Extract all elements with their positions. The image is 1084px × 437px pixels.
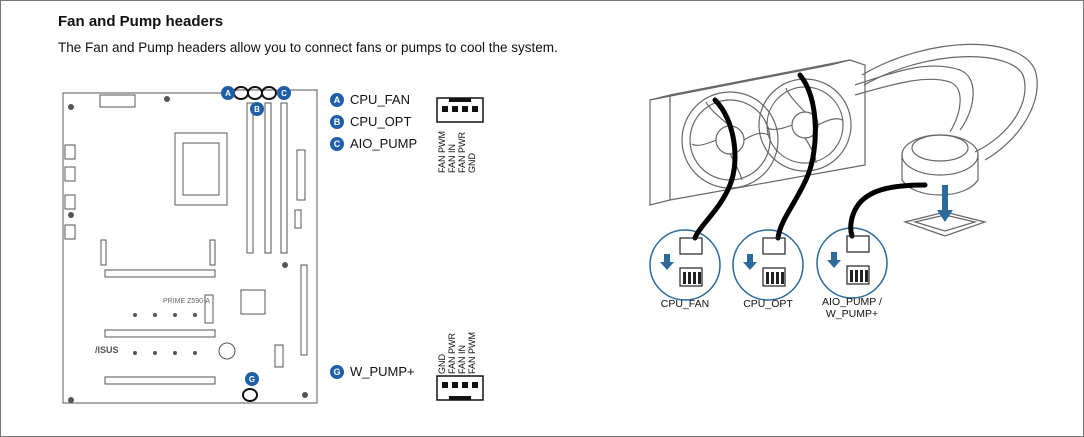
legend-w-pump: G W_PUMP+ xyxy=(330,364,415,379)
svg-text:A: A xyxy=(225,89,231,98)
pin-label: FAN IN xyxy=(457,344,467,374)
caption-cpu-fan: CPU_FAN xyxy=(660,298,710,310)
legend-cpu-fan: A CPU_FAN xyxy=(330,92,410,107)
section-title: Fan and Pump headers xyxy=(58,13,224,30)
svg-text:C: C xyxy=(281,89,287,98)
badge-b-icon: B xyxy=(330,114,344,129)
caption-aio-pump: AIO_PUMP / xyxy=(822,296,882,308)
legend-label: CPU_FAN xyxy=(350,92,410,107)
pin-label: FAN PWR xyxy=(457,131,467,173)
legend-label: CPU_OPT xyxy=(350,114,412,129)
pin-label: FAN PWM xyxy=(437,131,447,173)
badge-a-icon: A xyxy=(330,92,344,107)
board-brand: /ISUS xyxy=(95,345,119,355)
marker-b-icon xyxy=(250,102,264,116)
board-model: PRIME Z590-A xyxy=(163,298,210,305)
badge-g-icon: G xyxy=(330,364,344,379)
motherboard-diagram: PRIME Z590-A /ISUS A B C G xyxy=(62,86,318,404)
pin-label: FAN IN xyxy=(447,143,457,173)
marker-g-icon xyxy=(245,372,259,386)
fan-connector-bottom xyxy=(436,375,484,401)
aio-cooler-illustration xyxy=(649,43,1038,301)
legend-aio-pump: C AIO_PUMP xyxy=(330,136,417,151)
pin-label: FAN PWR xyxy=(447,332,457,374)
legend-cpu-opt: B CPU_OPT xyxy=(330,114,411,129)
fan-connector-top xyxy=(436,97,484,123)
marker-c-icon xyxy=(277,86,291,100)
badge-c-icon: C xyxy=(330,136,344,151)
pin-label: GND xyxy=(437,354,447,374)
legend-label: W_PUMP+ xyxy=(350,364,415,379)
legend-label: AIO_PUMP xyxy=(350,136,418,151)
svg-text:G: G xyxy=(249,375,255,384)
caption-cpu-opt: CPU_OPT xyxy=(743,298,793,310)
marker-a-icon xyxy=(221,86,235,100)
svg-text:B: B xyxy=(254,105,260,114)
pin-label: GND xyxy=(467,153,477,173)
section-description: The Fan and Pump headers allow you to co… xyxy=(58,40,558,55)
pin-label: FAN PWM xyxy=(467,332,477,374)
caption-w-pump: W_PUMP+ xyxy=(825,308,879,320)
